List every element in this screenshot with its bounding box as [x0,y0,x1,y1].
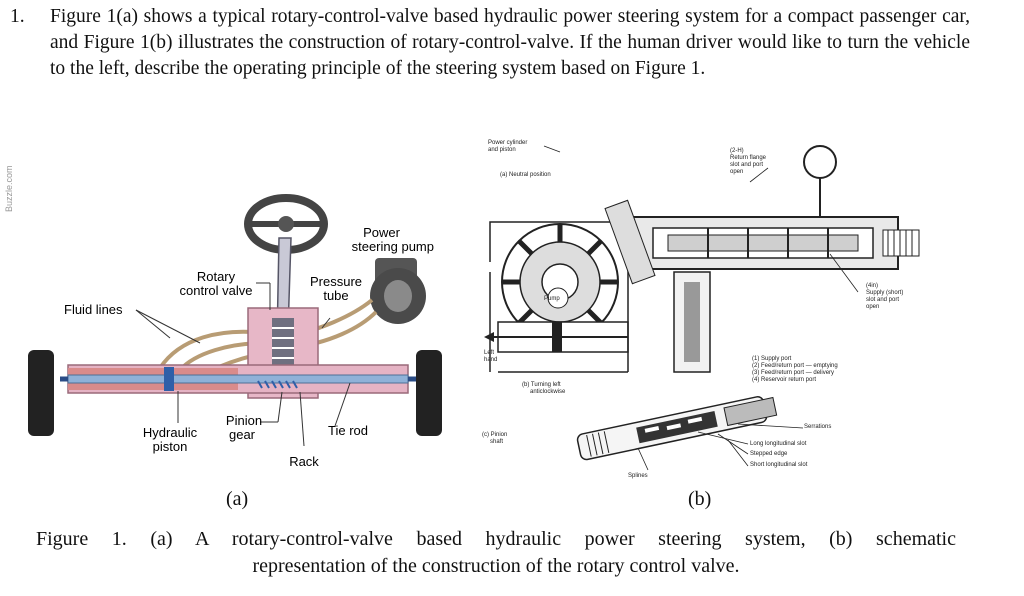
right-wheel-icon [416,350,442,436]
hydraulic-piston [164,367,174,391]
label-serrations: Serrations [804,424,831,430]
schematic-leader-lines [543,145,859,471]
pump-icon [547,287,569,309]
label-neutral-position: (a) Neutral position [500,172,551,178]
rack-teeth [257,380,298,389]
valve-shaft-detail [576,396,778,461]
valve-body [627,216,920,270]
panel-label-b: (b) [688,488,712,510]
label-fluid-lines: Fluid lines [64,302,123,317]
label-stepped-edge: Stepped edge [750,451,788,457]
left-wheel-icon [28,350,54,436]
label-port-legend: (1) Supply port(2) Feed/return port — em… [752,356,838,383]
label-splines: Splines [628,473,648,479]
label-pump: Pump [544,296,560,302]
caption-line-2: representation of the construction of th… [252,555,740,577]
label-tie-rod: Tie rod [328,423,368,438]
leader-lines [135,282,351,447]
caption-line-1: Figure 1. (a) A rotary-control-valve bas… [36,528,956,550]
watermark-text: Buzzle.com [4,165,14,212]
diagonal-rack [604,199,656,285]
label-long-slot: Long longitudinal slot [750,441,807,447]
rack-bar [67,374,409,384]
question-number: 1. [10,6,25,27]
panel-label-a: (a) [226,488,249,510]
question-block: 1. Figure 1(a) shows a typical rotary-co… [10,4,970,82]
gauge-icon [803,145,837,179]
label-short-slot: Short longitudinal slot [750,462,808,468]
label-rack: Rack [289,454,319,469]
question-text: Figure 1(a) shows a typical rotary-contr… [50,6,970,79]
figure-caption: Figure 1. (a) A rotary-control-valve bas… [36,526,956,580]
power-steering-pump-icon [370,258,426,324]
